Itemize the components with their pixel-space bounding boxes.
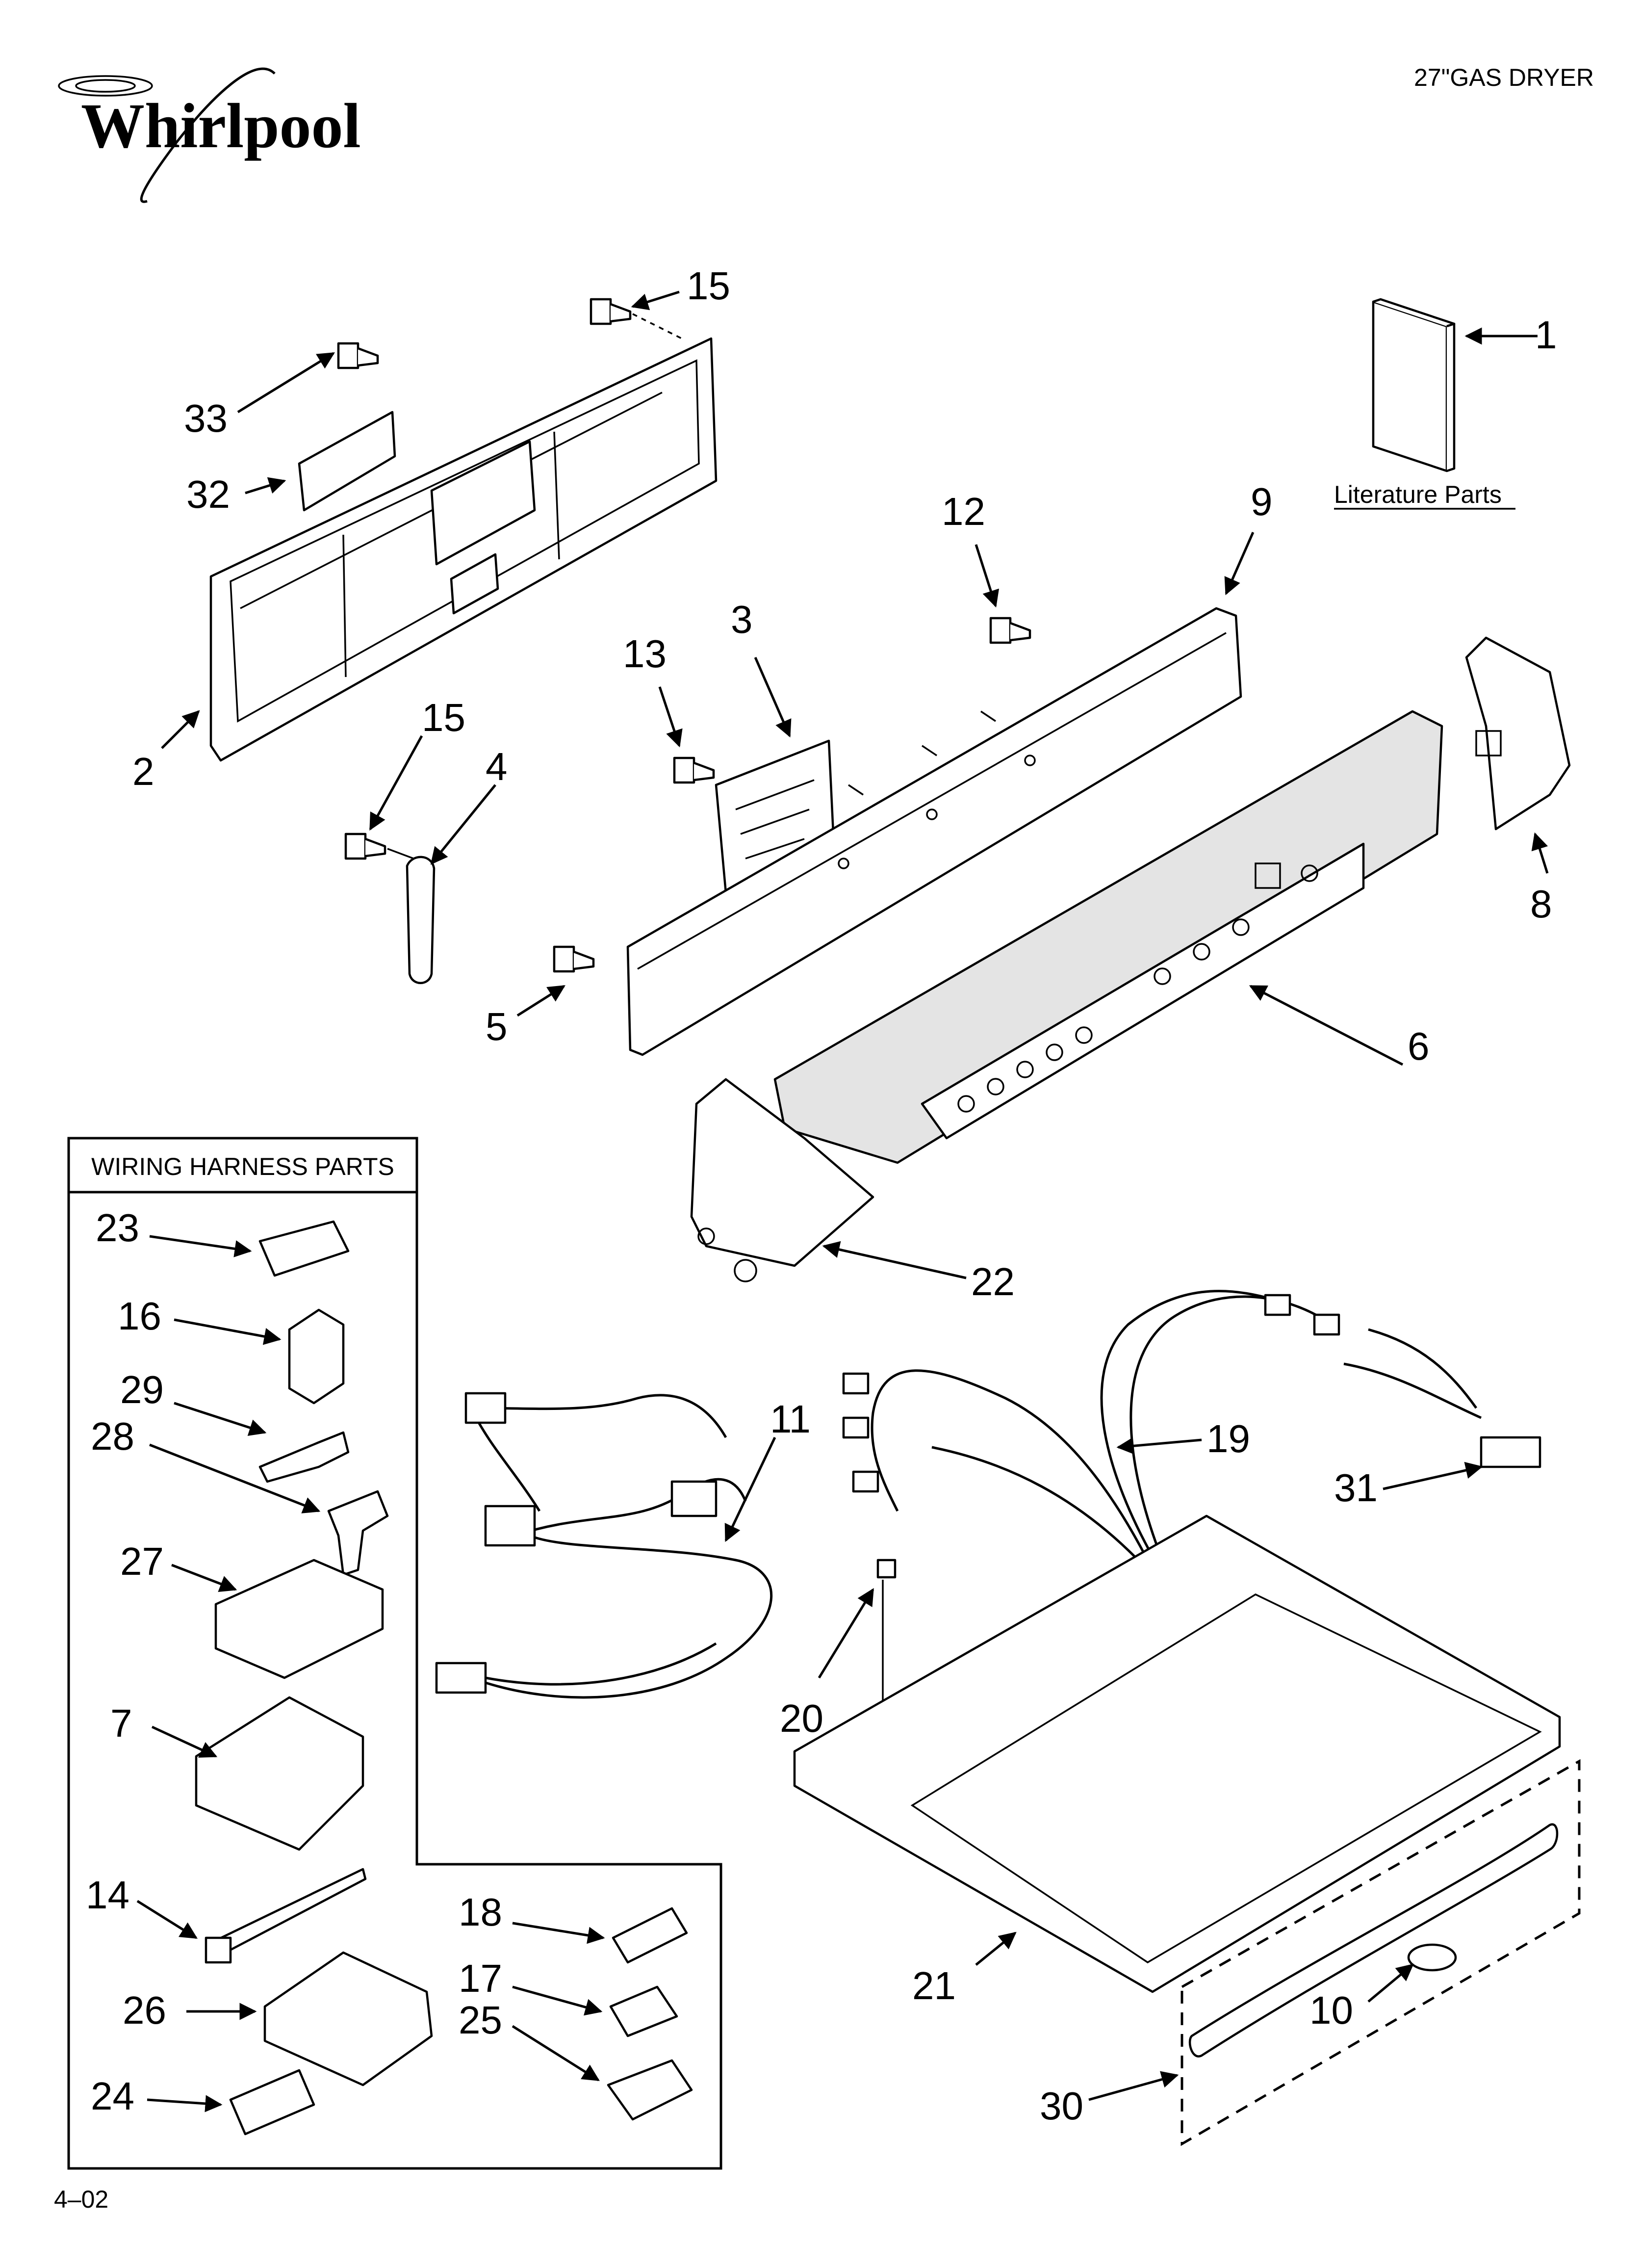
screw-part-33 [337, 342, 379, 369]
callout-13: 13 [623, 632, 667, 676]
callout-6: 6 [1408, 1024, 1430, 1068]
callout-19: 19 [1206, 1417, 1250, 1460]
callout-15-top: 15 [687, 264, 730, 308]
callout-24: 24 [91, 2074, 134, 2118]
console-back-panel-part-9 [626, 607, 1242, 1056]
callout-8: 8 [1530, 882, 1552, 926]
connector-part-24 [229, 2069, 315, 2136]
connector-part-23 [258, 1220, 350, 1277]
callout-14: 14 [86, 1873, 129, 1917]
whirlpool-logo: Whirlpool [58, 67, 361, 203]
screw-part-13 [673, 756, 715, 784]
emblem-part-10 [1407, 1943, 1457, 1972]
connector-block-part-26 [263, 1951, 433, 2086]
end-cap-left-part-22 [690, 1078, 874, 1282]
callout-18: 18 [459, 1890, 502, 1934]
callout-27: 27 [120, 1539, 164, 1583]
wiring-harness-part-19 [842, 1290, 1340, 1571]
callout-4: 4 [486, 745, 508, 788]
callout-20: 20 [780, 1696, 823, 1740]
cable-tie-part-14 [205, 1868, 367, 1964]
literature-book-part [1372, 298, 1456, 472]
callout-16: 16 [118, 1294, 161, 1338]
callout-10: 10 [1309, 1988, 1353, 2032]
connector-block-part-27 [214, 1559, 384, 1679]
connector-part-16 [288, 1308, 345, 1405]
terminal-part-29 [258, 1431, 350, 1483]
callout-17: 17 [459, 1956, 502, 2000]
model-title: 27"GAS DRYER [1414, 64, 1594, 91]
connector-part-25 [607, 2059, 693, 2121]
screw-part-5 [553, 945, 595, 973]
callout-15-lower: 15 [422, 696, 465, 739]
wiring-harness-box: WIRING HARNESS PARTS [67, 1137, 722, 2170]
callout-21: 21 [912, 1964, 956, 2007]
connector-part-18 [612, 1907, 688, 1964]
callout-26: 26 [123, 1988, 166, 2032]
callout-2: 2 [132, 750, 154, 793]
connector-part-17 [609, 1985, 678, 2037]
callout-33: 33 [184, 396, 228, 440]
bracket-part-32 [298, 411, 396, 512]
callout-23: 23 [96, 1206, 139, 1250]
callout-7: 7 [110, 1701, 132, 1745]
connector-block-part-7 [195, 1696, 364, 1851]
end-cap-right-part-8 [1465, 636, 1571, 831]
callout-28: 28 [91, 1414, 134, 1458]
screw-part-15-lower [344, 833, 427, 864]
console-front-part-6 [773, 710, 1443, 1164]
callout-3: 3 [731, 598, 753, 641]
brand-name: Whirlpool [81, 91, 361, 161]
callout-9: 9 [1251, 480, 1273, 523]
callout-12: 12 [942, 490, 985, 533]
callout-22: 22 [971, 1260, 1015, 1303]
callout-30: 30 [1040, 2084, 1083, 2128]
terminal-part-28 [327, 1490, 389, 1576]
trim-strip [1188, 1823, 1559, 2058]
top-panel-part-21 [793, 1514, 1561, 1993]
callout-25: 25 [459, 1998, 502, 2042]
date-code: 4–02 [54, 2186, 108, 2213]
callout-1: 1 [1535, 313, 1557, 357]
screw-part-15-top [590, 298, 682, 339]
callout-31: 31 [1334, 1466, 1378, 1510]
wiring-harness-part-11 [435, 1392, 773, 1699]
callout-29: 29 [120, 1368, 164, 1411]
wiring-box-title: WIRING HARNESS PARTS [91, 1153, 394, 1180]
callout-11: 11 [770, 1397, 811, 1441]
dashed-group-part-30 [1180, 1759, 1581, 2146]
clip-part-20 [876, 1559, 897, 1579]
rear-panel-part [209, 337, 718, 762]
wire-part-31 [1343, 1328, 1541, 1468]
screw-part-12 [989, 617, 1031, 644]
callout-5: 5 [486, 1005, 508, 1048]
clip-part-4 [406, 856, 436, 984]
callout-32: 32 [186, 472, 230, 516]
literature-parts-label: Literature Parts [1334, 481, 1502, 508]
